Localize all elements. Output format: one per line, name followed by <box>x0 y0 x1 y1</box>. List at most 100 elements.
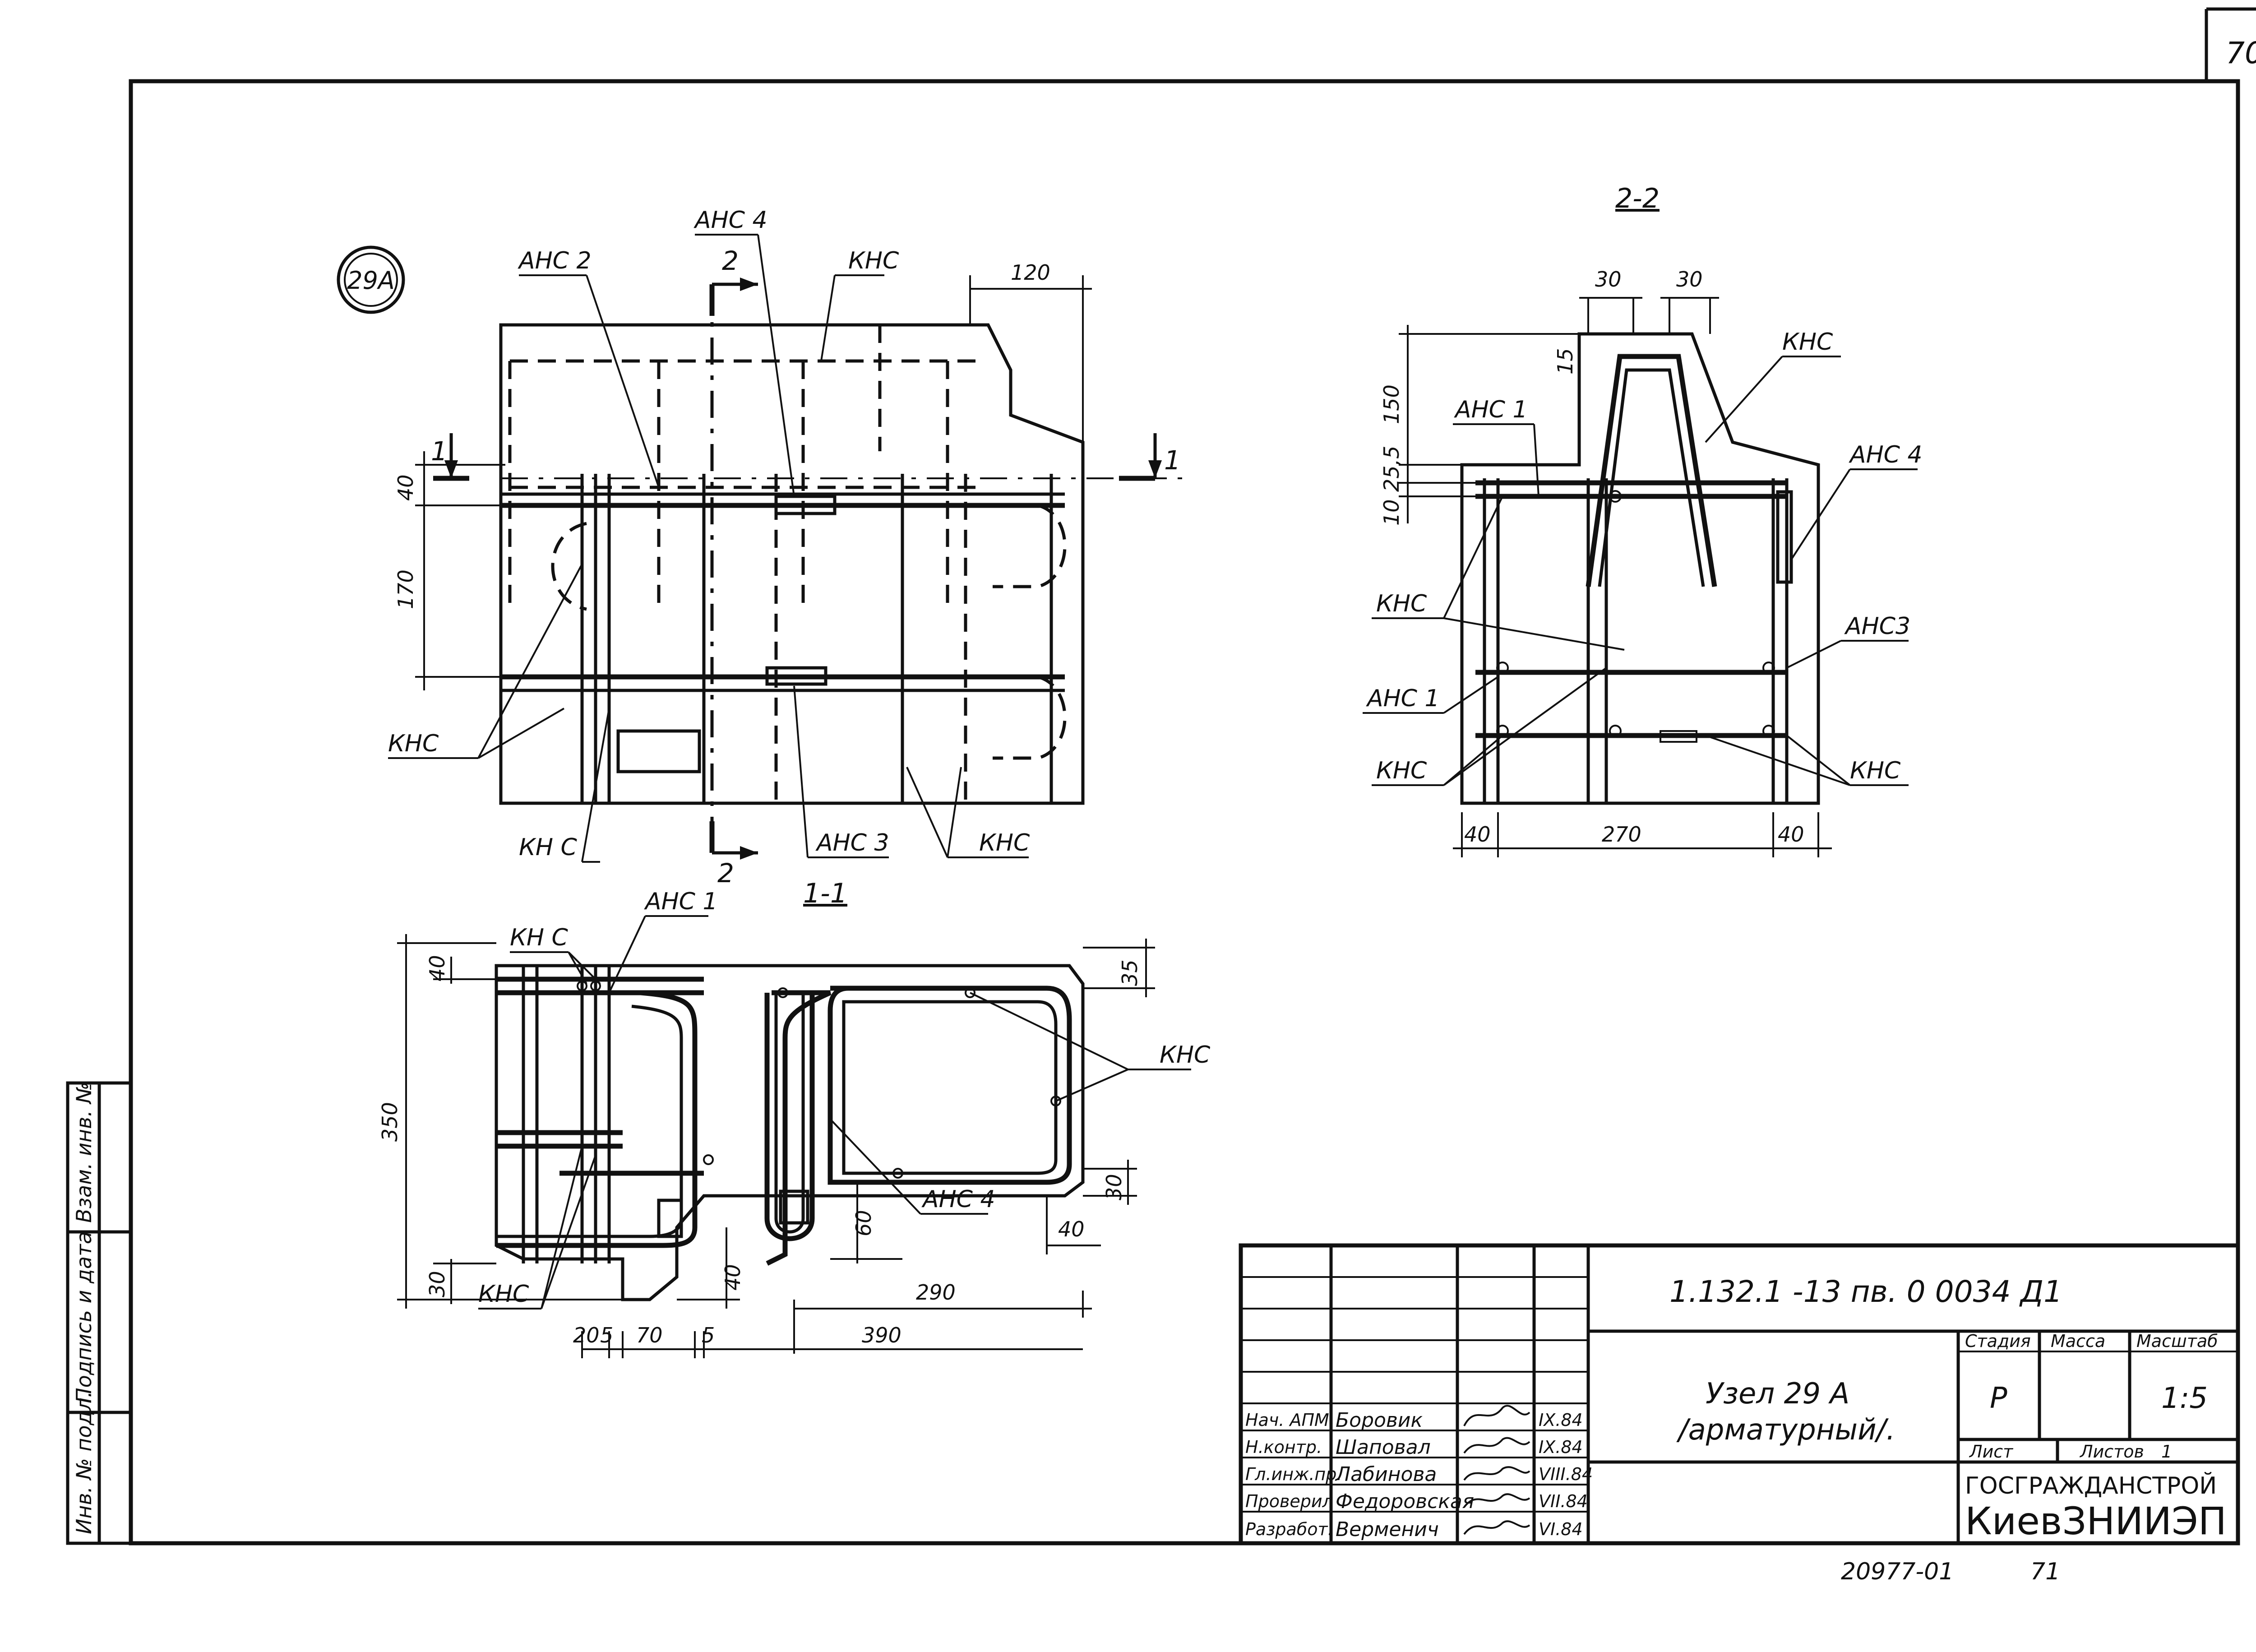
archive-sheet: 71 <box>2030 1558 2060 1585</box>
section-title-1-1: 1-1 <box>803 878 847 909</box>
cut-label-2-top: 2 <box>722 245 739 276</box>
drawing-code: 1.132.1 -13 пв. 0 0034 Д1 <box>1669 1274 2062 1309</box>
s11-dim-30: 30 <box>425 1271 449 1297</box>
drawing-name-line1: Узел 29 А <box>1706 1377 1849 1411</box>
s22-dim-30b: 30 <box>1676 267 1703 292</box>
s22-dim-15: 15 <box>1553 348 1577 375</box>
section-1-1-leaders <box>478 915 1191 1310</box>
stamp-sign: Подпись и дата <box>72 1231 96 1403</box>
org-line2: КиевЗНИИЭП <box>1965 1499 2227 1543</box>
sig-role-1: Н.контр. <box>1245 1437 1322 1457</box>
drawing-name-line2: /арматурный/. <box>1676 1413 1895 1447</box>
sig-role-0: Нач. АПМ <box>1245 1410 1329 1430</box>
sheet-label: Лист <box>1969 1442 2014 1462</box>
section-2-2-drawing <box>1460 332 1820 805</box>
node-badge-inner <box>344 253 398 307</box>
s11-dim-350: 350 <box>378 1102 402 1142</box>
s11-dim-40r: 40 <box>1058 1217 1085 1241</box>
s22-label-kns-bl: КНС <box>1376 757 1427 784</box>
handwritten-signatures <box>1463 1405 1530 1535</box>
s11-dim-390: 390 <box>862 1323 901 1347</box>
s11-dim-290: 290 <box>916 1280 956 1305</box>
s11-dim-70: 70 <box>636 1323 663 1347</box>
sig-name-2: Лабинова <box>1335 1463 1437 1486</box>
s11-dim-40b: 40 <box>721 1264 745 1291</box>
title-block-grid <box>1239 1243 2240 1546</box>
s22-label-ans3: АНС3 <box>1844 613 1910 640</box>
cut-marker-2-bottom <box>709 821 758 860</box>
node-badge: 29А <box>347 266 395 295</box>
s11-dim-5a: 5 <box>600 1323 613 1347</box>
s22-dim-270: 270 <box>1602 822 1641 847</box>
cut-label-1-left: 1 <box>431 436 448 467</box>
section-1-1-drawing <box>495 964 1085 1301</box>
sig-name-1: Шаповал <box>1336 1436 1431 1459</box>
label-kns-top: КНС <box>848 247 899 274</box>
s22-label-kns-br: КНС <box>1850 757 1901 784</box>
label-kns-bottom: КН С <box>519 834 578 861</box>
s22-label-kns-left: КНС <box>1376 590 1427 617</box>
section-1-1-dims <box>397 934 1155 1358</box>
sig-name-4: Верменич <box>1336 1518 1439 1541</box>
dim-120: 120 <box>1011 260 1050 285</box>
signature-rows: Нач. АПМ Боровик IX.84 Н.контр. Шаповал … <box>1245 1409 1593 1541</box>
s22-dim-10: 10 <box>1379 499 1404 526</box>
label-ans2: АНС 2 <box>518 247 592 274</box>
cut-marker-2-top <box>709 278 758 316</box>
sig-date-2: VIII.84 <box>1539 1464 1593 1484</box>
s22-label-ans4: АНС 4 <box>1849 441 1923 468</box>
stamp-vzam: Взам. инв. № <box>72 1082 96 1223</box>
label-kns-left: КНС <box>388 730 439 757</box>
stamp-inv: Инв. № подл. <box>72 1391 96 1534</box>
section-title-2-2: 2-2 <box>1615 183 1660 214</box>
sheets-value: 1 <box>2161 1442 2172 1462</box>
dim-40-top: 40 <box>393 474 418 501</box>
label-kns-right: КНС <box>979 829 1030 856</box>
sig-date-4: VI.84 <box>1539 1519 1583 1539</box>
s11-label-kns-bottom: КНС <box>478 1281 529 1308</box>
archive-number: 20977-01 <box>1841 1558 1954 1585</box>
s11-dim-30r: 30 <box>1102 1174 1126 1200</box>
sheet-frame <box>129 7 2256 1546</box>
sig-date-3: VII.84 <box>1539 1491 1588 1511</box>
cut-label-2-bottom: 2 <box>717 858 734 888</box>
stage-header: Стадия <box>1965 1331 2031 1351</box>
label-ans3-top: АНС 3 <box>815 829 889 856</box>
mass-header: Масса <box>2051 1331 2105 1351</box>
stage-value: Р <box>1990 1382 2007 1415</box>
sig-role-3: Проверил <box>1245 1491 1333 1511</box>
label-ans4-top: АНС 4 <box>693 207 767 234</box>
section-2-2-leaders <box>1363 356 1918 786</box>
sig-role-4: Разработ. <box>1245 1519 1333 1539</box>
s11-dim-20: 20 <box>573 1323 600 1347</box>
section-2-2-dims <box>1399 297 1832 857</box>
side-stamp <box>66 1081 133 1545</box>
sheet-number: 70 <box>2226 36 2256 70</box>
s11-label-ans4: АНС 4 <box>921 1186 995 1213</box>
s22-dim-30a: 30 <box>1595 267 1622 292</box>
top-view-dims <box>415 275 1092 690</box>
sig-date-0: IX.84 <box>1539 1410 1583 1430</box>
cut-marker-1-right <box>1119 433 1162 481</box>
s11-label-kns-c: КН С <box>510 924 569 951</box>
sig-name-0: Боровик <box>1336 1409 1423 1432</box>
sheets-label: Листов <box>2079 1442 2144 1462</box>
s11-dim-35: 35 <box>1118 959 1142 986</box>
s11-dim-40: 40 <box>425 955 449 981</box>
top-view-drawing <box>499 284 1182 848</box>
cut-label-1-right: 1 <box>1164 445 1181 476</box>
sig-name-3: Федоровская <box>1336 1490 1474 1513</box>
scale-header: Масштаб <box>2136 1331 2218 1351</box>
scale-value: 1:5 <box>2161 1382 2208 1415</box>
top-view-leaders <box>388 234 1029 863</box>
node-badge-circle <box>337 245 405 314</box>
s11-label-kns-right: КНС <box>1160 1041 1211 1069</box>
sig-date-1: IX.84 <box>1539 1437 1583 1457</box>
s22-label-kns-top: КНС <box>1782 329 1833 356</box>
s11-label-ans1: АНС 1 <box>644 888 718 915</box>
org-line1: ГОСГРАЖДАНСТРОЙ <box>1965 1472 2217 1499</box>
s22-dim-40b: 40 <box>1778 822 1804 847</box>
s22-dim-40a: 40 <box>1464 822 1491 847</box>
dim-170: 170 <box>393 569 418 609</box>
